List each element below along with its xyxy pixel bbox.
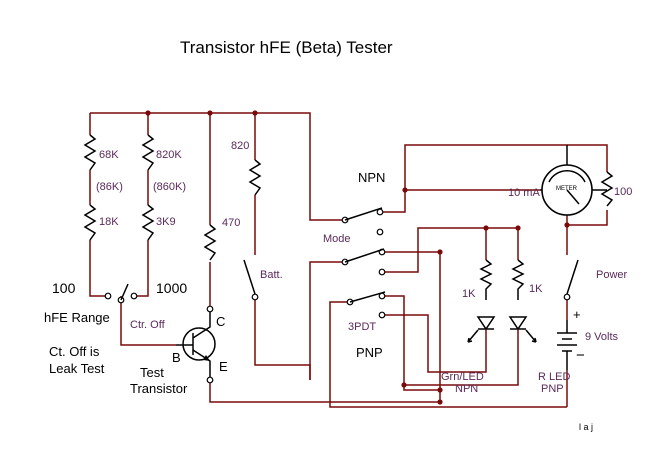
label-r-led-pnp: PNP	[541, 383, 564, 395]
power-switch	[563, 259, 579, 301]
resistor-1k-b	[511, 259, 525, 300]
label-pin-c: C	[216, 314, 225, 329]
mode-switch-3pdt	[341, 207, 386, 319]
label-range-1000: 1000	[156, 280, 187, 296]
transistor-icon	[176, 305, 216, 384]
label-r-led: R LED	[538, 371, 570, 383]
label-leak-1: Ct. Off is	[49, 344, 100, 359]
label-3k9: 3K9	[156, 216, 176, 228]
label-npn: NPN	[358, 170, 385, 185]
label-pnp: PNP	[356, 345, 383, 360]
resistor-470	[203, 224, 217, 261]
label-860k: (860K)	[153, 181, 186, 193]
label-100-ohm: 100	[614, 186, 632, 198]
diagram-title: Transistor hFE (Beta) Tester	[180, 38, 393, 57]
label-pin-e: E	[219, 359, 228, 374]
resistor-3k9	[141, 204, 155, 241]
resistor-100	[600, 171, 614, 207]
label-1k-a: 1K	[462, 288, 476, 300]
label-meter-range: 10 mA	[508, 187, 540, 199]
label-820: 820	[231, 140, 249, 152]
label-test: Test	[140, 365, 164, 380]
svg-text:METER: METER	[556, 186, 578, 192]
label-mode: Mode	[323, 233, 351, 245]
label-3pdt: 3PDT	[348, 321, 376, 333]
label-transistor: Transistor	[130, 381, 188, 396]
label-86k: (86K)	[96, 181, 123, 193]
resistor-1k-a	[479, 259, 493, 300]
resistor-820k	[141, 134, 155, 171]
label-grn-led: Grn/LED	[441, 371, 484, 383]
label-pin-b: B	[172, 350, 181, 365]
red-led-icon	[508, 316, 537, 343]
label-grn-led-npn: NPN	[455, 383, 478, 395]
resistor-68k	[83, 134, 97, 171]
labels: 68K (86K) 18K 820K (860K) 3K9 470 820 Ba…	[44, 140, 632, 432]
meter-icon: METER	[540, 145, 607, 216]
junction-dots	[145, 110, 570, 405]
label-ctr-off: Ctr. Off	[130, 319, 166, 331]
label-820k: 820K	[156, 149, 182, 161]
label-68k: 68K	[99, 149, 119, 161]
label-minus: −	[576, 347, 585, 364]
resistor-820	[248, 159, 262, 196]
label-1k-b: 1K	[529, 283, 543, 295]
label-18k: 18K	[99, 216, 119, 228]
green-led-icon	[467, 316, 496, 343]
label-range-100: 100	[52, 280, 76, 296]
battery-icon	[557, 320, 577, 370]
batt-switch	[243, 259, 259, 301]
resistor-18k	[83, 204, 97, 241]
label-hfe-range: hFE Range	[44, 310, 110, 325]
label-plus: +	[573, 307, 581, 322]
label-9-volts: 9 Volts	[585, 331, 619, 343]
label-batt: Batt.	[260, 269, 283, 281]
label-leak-2: Leak Test	[49, 361, 105, 376]
label-author: l a j	[579, 422, 593, 432]
hfe-range-switch	[104, 283, 138, 304]
label-470: 470	[222, 217, 240, 229]
label-power: Power	[596, 269, 628, 281]
